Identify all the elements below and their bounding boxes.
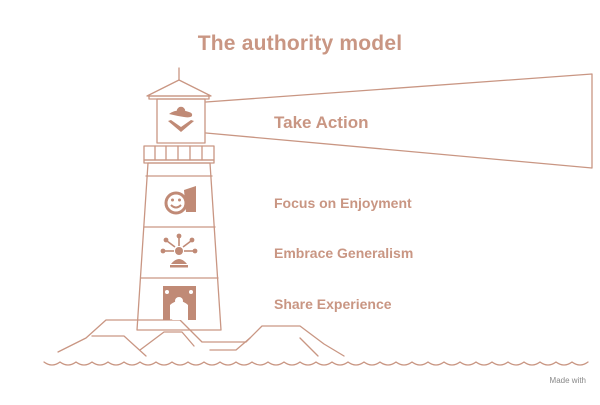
made-with-footer[interactable]: Made with xyxy=(550,376,586,385)
label-focus-on-enjoyment: Focus on Enjoyment xyxy=(274,195,412,211)
person-network-icon xyxy=(161,234,198,268)
lighthouse-roof xyxy=(147,80,211,96)
diagram-title: The authority model xyxy=(0,32,600,56)
label-take-action: Take Action xyxy=(274,113,368,133)
lantern-room xyxy=(157,99,205,143)
rocks xyxy=(58,320,344,356)
water-waves xyxy=(44,362,588,365)
hand-with-person-icon xyxy=(168,107,194,132)
people-sharing-icon xyxy=(163,286,196,320)
label-embrace-generalism: Embrace Generalism xyxy=(274,245,413,261)
label-share-experience: Share Experience xyxy=(274,296,392,312)
light-beam xyxy=(206,74,592,168)
smiley-cup-icon xyxy=(166,186,196,213)
